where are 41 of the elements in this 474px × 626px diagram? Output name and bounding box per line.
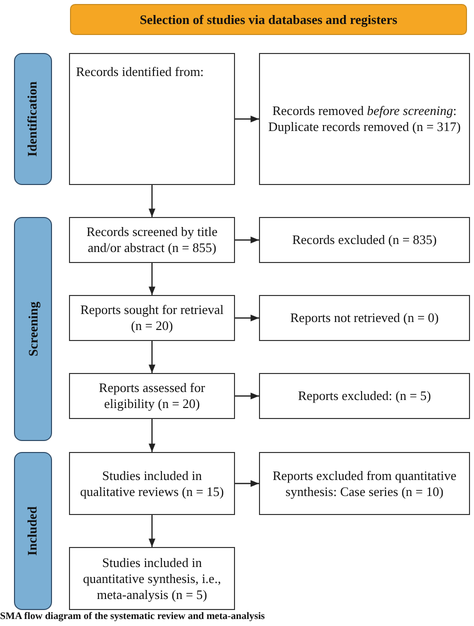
- process-box: [259, 53, 470, 185]
- arrow: [148, 263, 156, 295]
- figure-caption: SMA flow diagram of the systematic review and meta-analysis: [0, 611, 265, 622]
- box-text: Records screened by title and/or abstract (n = 855): [85, 224, 219, 256]
- process-box: [259, 295, 470, 341]
- process-box: [69, 452, 235, 515]
- process-box: [69, 295, 235, 341]
- arrow: [235, 314, 259, 322]
- box-text: Studies included in qualitative reviews (n = 15): [79, 468, 225, 500]
- arrow: [235, 392, 259, 400]
- phase-band: [14, 53, 52, 185]
- process-box: [69, 547, 235, 610]
- arrow: [235, 236, 259, 244]
- box-text: Studies included in quantitative synthesis, i.e., meta-analysis (n = 5): [82, 554, 222, 602]
- phase-label: Identification: [25, 81, 41, 157]
- box-text: Reports sought for retrieval (n = 20): [79, 302, 225, 334]
- section-header: [70, 4, 467, 35]
- phase-label: Screening: [25, 302, 41, 356]
- process-box: [259, 452, 470, 515]
- process-box: [259, 217, 470, 263]
- process-box: [259, 373, 470, 419]
- box-text: Records removed before screening: Duplicate records removed (n = 317): [267, 103, 462, 135]
- phase-label: Included: [25, 506, 41, 556]
- phase-band: [14, 452, 52, 610]
- box-text: Reports excluded from quantitative synthesis: Case series (n = 10): [272, 468, 458, 500]
- arrow: [148, 419, 156, 452]
- box-text: Records identified from:: [76, 64, 204, 80]
- header-text: Selection of studies via databases and registers: [140, 12, 398, 28]
- process-box: [69, 53, 235, 185]
- process-box: [69, 217, 235, 263]
- arrow: [148, 341, 156, 373]
- arrow: [235, 116, 259, 122]
- box-text: Records excluded (n = 835): [292, 232, 437, 248]
- process-box: [69, 373, 235, 419]
- box-text: Reports not retrieved (n = 0): [290, 310, 439, 326]
- box-text: Reports assessed for eligibility (n = 20): [98, 380, 206, 412]
- arrow: [148, 515, 156, 547]
- arrow: [235, 480, 259, 487]
- phase-band: [14, 217, 52, 441]
- box-text: Reports excluded: (n = 5): [298, 388, 431, 404]
- arrow: [148, 185, 156, 217]
